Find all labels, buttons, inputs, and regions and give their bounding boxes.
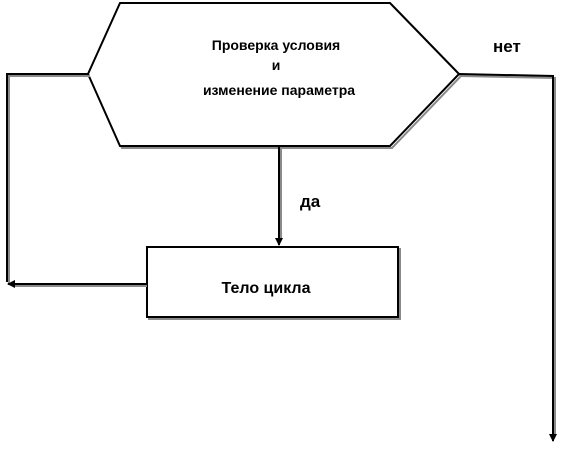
loop-back-line (6, 73, 88, 282)
decision-hexagon (86, 1, 461, 147)
no-arrow (458, 73, 557, 442)
process-box (146, 246, 399, 318)
decision-label-line3: изменение параметра (203, 82, 355, 98)
yes-edge: да (275, 146, 321, 246)
process-node: Тело цикла (146, 246, 401, 320)
yes-label: да (300, 192, 321, 211)
decision-label-line1: Проверка условия (212, 37, 340, 53)
no-edge: нет (458, 37, 557, 442)
loop-back-shadow (8, 75, 90, 284)
no-arrow-shadow (460, 75, 556, 435)
loop-back-edge (6, 73, 147, 288)
decision-node: Проверка условия и изменение параметра (86, 1, 463, 149)
no-label: нет (493, 37, 521, 56)
process-label: Тело цикла (222, 280, 311, 297)
decision-label-line2: и (272, 57, 281, 73)
